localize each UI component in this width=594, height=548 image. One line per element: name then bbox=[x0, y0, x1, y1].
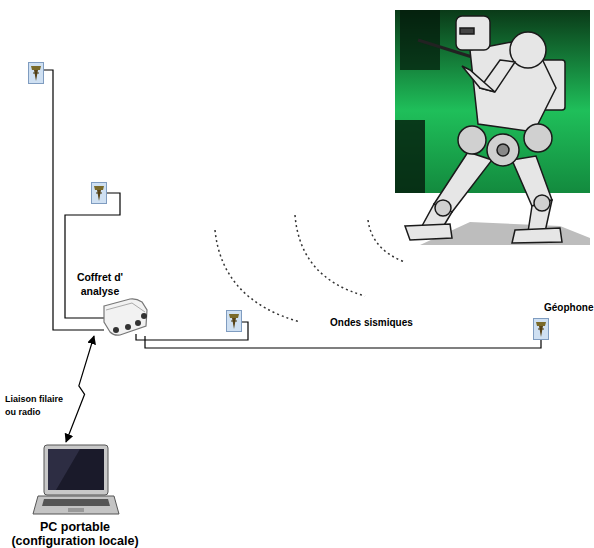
laptop-icon bbox=[0, 442, 150, 522]
robot-forearm bbox=[462, 66, 495, 92]
background-shade bbox=[395, 120, 425, 193]
robot-body bbox=[405, 16, 565, 243]
case-connector bbox=[135, 320, 141, 326]
case-connector bbox=[141, 313, 147, 319]
laptop-base bbox=[33, 496, 119, 514]
robot-knee bbox=[534, 195, 550, 211]
link-arrow bbox=[66, 336, 94, 442]
robot-foot bbox=[405, 224, 452, 240]
laptop-keyboard bbox=[42, 499, 110, 506]
case-connector bbox=[125, 324, 131, 330]
geophone-symbol bbox=[29, 63, 44, 84]
geophone-sensor: Géophone bbox=[530, 302, 594, 340]
laptop-touchpad bbox=[68, 508, 84, 512]
sensor-wire bbox=[65, 193, 120, 318]
robot-foot bbox=[512, 228, 562, 243]
robot-background bbox=[395, 10, 590, 193]
robot-knee bbox=[435, 200, 451, 216]
case-connector bbox=[113, 327, 119, 333]
robot-floor bbox=[395, 193, 590, 245]
wave-arc bbox=[215, 230, 300, 322]
robot-joint bbox=[497, 144, 509, 156]
screen-shine bbox=[48, 449, 80, 490]
robot-head bbox=[456, 16, 490, 50]
robot-illustration bbox=[395, 10, 590, 245]
laptop-lid bbox=[44, 445, 108, 495]
robot-joint bbox=[458, 126, 486, 154]
analysis-case bbox=[104, 299, 147, 335]
wave-arc bbox=[368, 220, 405, 262]
analysis-box: Coffret d' analyse bbox=[72, 270, 150, 336]
node-label: PC portable (configuration locale) bbox=[5, 520, 145, 548]
node-label: Coffret d' analyse bbox=[72, 270, 128, 298]
geophone-symbol bbox=[227, 311, 242, 332]
wire-connector bbox=[145, 336, 541, 348]
seismic-waves bbox=[215, 215, 405, 322]
laptop-pc: PC portable (configuration locale) bbox=[0, 442, 150, 548]
robot-visor bbox=[460, 28, 474, 34]
robot-joint bbox=[524, 124, 552, 152]
link-label: Liaison filaire ou radio bbox=[5, 393, 67, 419]
wave-arc bbox=[295, 215, 365, 296]
geophone-symbol bbox=[92, 183, 107, 204]
sensor-wire bbox=[136, 322, 248, 340]
wave-label: Ondes sismiques bbox=[330, 317, 413, 328]
laptop-screen bbox=[48, 449, 104, 490]
robot-joint bbox=[487, 134, 519, 166]
geophone-symbol bbox=[534, 319, 549, 340]
case-edge bbox=[106, 303, 145, 312]
sensor-wires bbox=[44, 70, 248, 340]
node-label: Géophone bbox=[544, 302, 594, 314]
